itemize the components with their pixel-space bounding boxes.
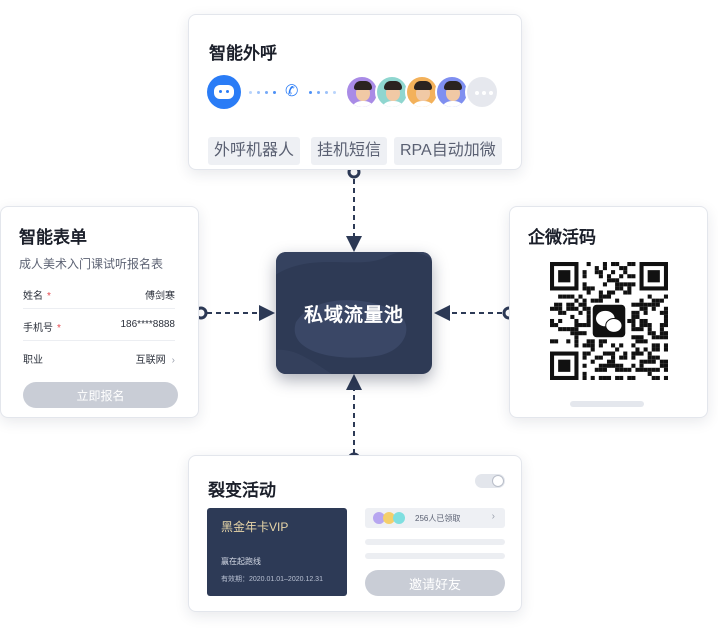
dotted-line-right xyxy=(307,91,343,94)
submit-signup-button[interactable]: 立即报名 xyxy=(23,382,178,408)
claimed-count-row[interactable]: 256人已领取 › xyxy=(365,508,505,528)
center-background-pattern xyxy=(276,252,432,374)
smart-call-title: 智能外呼 xyxy=(209,44,277,63)
claimer-avatar xyxy=(373,512,385,524)
required-mark: * xyxy=(57,323,61,334)
vip-subtitle: 赢在起跑线 xyxy=(221,557,261,566)
avatar-2 xyxy=(375,75,409,109)
claimed-count: 256人已领取 xyxy=(415,514,461,523)
fission-campaign-card: 裂变活动 黑金年卡VIP 赢在起跑线 有效期：2020.01.01–2020.1… xyxy=(188,455,522,612)
smart-form-card: 智能表单 成人美术入门课试听报名表 姓名 * 傅剑寒 手机号 * 186****88… xyxy=(0,206,199,418)
smart-form-title: 智能表单 xyxy=(19,228,87,247)
field-label: 姓名 xyxy=(23,291,43,302)
vip-validity: 有效期：2020.01.01–2020.12.31 xyxy=(221,576,323,583)
vip-title: 黑金年卡VIP xyxy=(221,520,289,534)
chip-hangup-sms: 挂机短信 xyxy=(311,137,388,165)
form-subtitle: 成人美术入门课试听报名表 xyxy=(19,257,164,271)
more-avatars-icon xyxy=(465,75,499,109)
chevron-right-icon: › xyxy=(171,355,175,366)
form-field-name[interactable]: 姓名 * 傅剑寒 xyxy=(23,277,175,309)
qr-code xyxy=(550,262,668,380)
fission-title: 裂变活动 xyxy=(208,481,276,500)
field-label: 职业 xyxy=(23,355,43,366)
form-field-phone[interactable]: 手机号 * 186****8888 xyxy=(23,309,175,341)
smart-call-card: 智能外呼 ✆ 外呼机器人 挂机短信 RPA自动加微 xyxy=(188,14,522,170)
field-value: 186****8888 xyxy=(120,319,176,330)
chevron-right-icon: › xyxy=(491,511,495,522)
claimer-avatar xyxy=(383,512,395,524)
wecom-qr-card: 企微活码 xyxy=(509,206,708,418)
avatar-4 xyxy=(435,75,469,109)
phone-icon: ✆ xyxy=(285,83,299,100)
field-value: 傅剑寒 xyxy=(145,291,175,302)
center-label: 私域流量池 xyxy=(303,305,404,326)
form-field-occupation[interactable]: 职业 互联网 › xyxy=(23,341,175,373)
qr-caption-placeholder xyxy=(570,401,644,407)
avatar-3 xyxy=(405,75,439,109)
claimer-avatar xyxy=(393,512,405,524)
robot-icon xyxy=(207,75,241,109)
campaign-toggle[interactable] xyxy=(475,474,505,488)
wecom-qr-title: 企微活码 xyxy=(528,228,596,247)
chip-call-robot: 外呼机器人 xyxy=(208,137,301,165)
invite-friends-button[interactable]: 邀请好友 xyxy=(365,570,505,596)
avatar-1 xyxy=(345,75,379,109)
field-value: 互联网 xyxy=(135,355,166,366)
private-traffic-pool: 私域流量池 xyxy=(276,252,432,374)
field-label: 手机号 xyxy=(23,323,53,334)
placeholder-bar xyxy=(365,539,505,545)
chip-rpa-wechat: RPA自动加微 xyxy=(394,137,502,165)
placeholder-bar xyxy=(365,553,505,559)
dotted-line-left xyxy=(247,91,283,94)
required-mark: * xyxy=(47,291,51,302)
vip-card: 黑金年卡VIP 赢在起跑线 有效期：2020.01.01–2020.12.31 xyxy=(207,508,347,596)
